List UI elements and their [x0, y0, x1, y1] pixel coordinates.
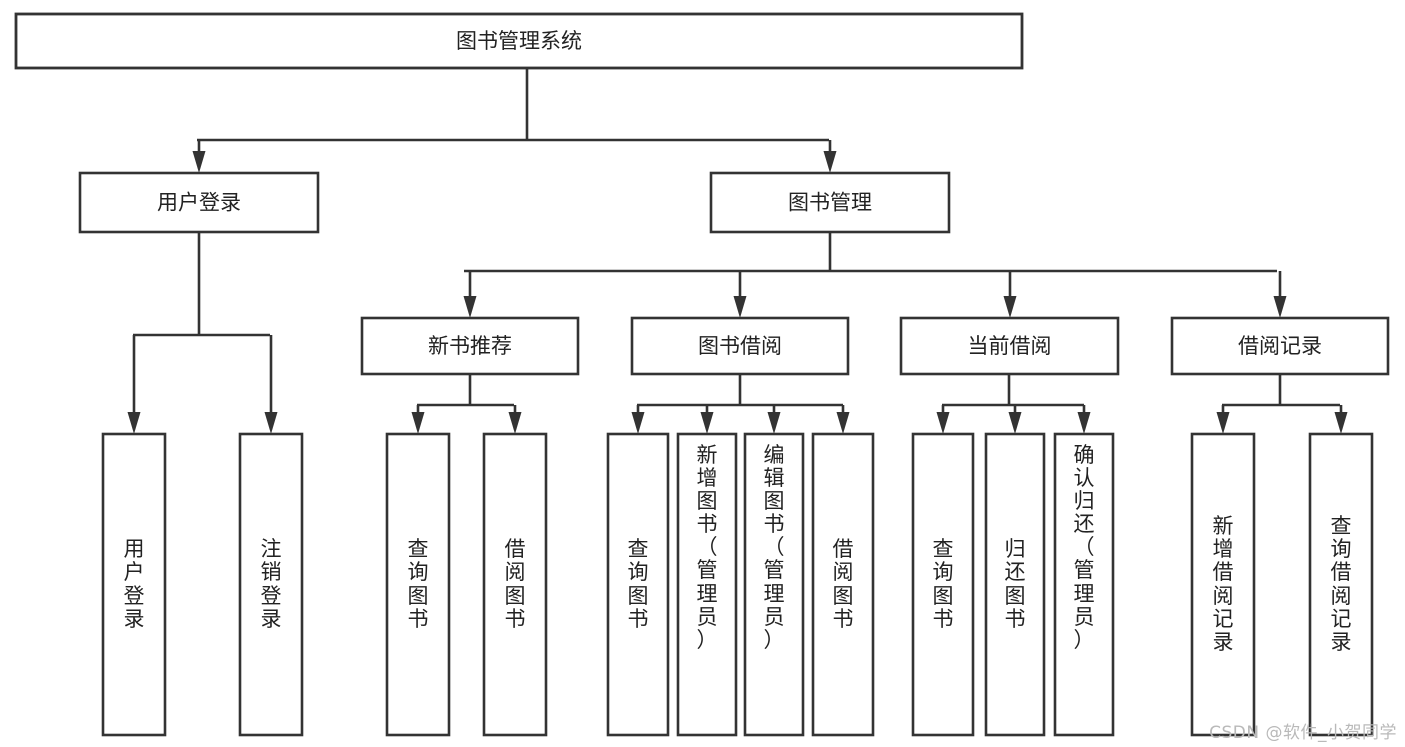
arrow-head-icon: [192, 151, 206, 173]
node-box-leaf-return-book[interactable]: [984, 432, 1046, 737]
node-label-root: 图书管理系统: [456, 29, 582, 53]
node-box-layer: [14, 12, 1390, 737]
node-box-user-login[interactable]: [78, 171, 320, 234]
arrow-head-icon: [411, 412, 425, 434]
arrow-head-icon: [631, 412, 645, 434]
node-box-leaf-query-book-2[interactable]: [606, 432, 670, 737]
node-box-leaf-borrow-book-1[interactable]: [482, 432, 548, 737]
connector-bus-book-borrow: [631, 374, 850, 434]
arrow-head-icon: [1216, 412, 1230, 434]
node-box-new-book-recommend[interactable]: [360, 316, 580, 376]
node-box-leaf-logout[interactable]: [238, 432, 304, 737]
node-label-new-book-recommend: 新书推荐: [428, 334, 512, 358]
arrow-head-icon: [463, 296, 477, 318]
arrow-head-icon: [1008, 412, 1022, 434]
node-label-current-borrow: 当前借阅: [968, 334, 1052, 358]
node-box-root[interactable]: [14, 12, 1024, 70]
arrow-head-icon: [264, 412, 278, 434]
node-box-leaf-query-book-1[interactable]: [385, 432, 451, 737]
connector-bus-book-manage: [463, 232, 1287, 318]
node-box-leaf-query-borrow-record[interactable]: [1308, 432, 1374, 737]
arrow-head-icon: [767, 412, 781, 434]
node-box-leaf-user-login[interactable]: [101, 432, 167, 737]
node-box-leaf-borrow-book-2[interactable]: [811, 432, 875, 737]
arrow-head-icon: [823, 151, 837, 173]
connector-bus-new-book-recommend: [411, 374, 522, 434]
arrow-head-icon: [1273, 296, 1287, 318]
connector-bus-current-borrow: [936, 374, 1091, 434]
node-box-current-borrow[interactable]: [899, 316, 1120, 376]
node-box-borrow-record[interactable]: [1170, 316, 1390, 376]
arrow-head-icon: [127, 412, 141, 434]
arrow-head-icon: [1003, 296, 1017, 318]
connector-bus-borrow-record: [1216, 374, 1348, 434]
watermark-text: CSDN @软件_小贺同学: [1209, 723, 1397, 743]
node-box-leaf-edit-book-admin[interactable]: [743, 432, 805, 737]
node-box-book-borrow[interactable]: [630, 316, 850, 376]
node-label-user-login: 用户登录: [157, 191, 241, 215]
connector-layer: [127, 68, 1348, 434]
node-label-book-borrow: 图书借阅: [698, 334, 782, 358]
node-label-book-manage: 图书管理: [788, 191, 872, 215]
arrow-head-icon: [836, 412, 850, 434]
connector-bus-user-login: [127, 232, 278, 434]
arrow-head-icon: [508, 412, 522, 434]
arrow-head-icon: [1077, 412, 1091, 434]
node-box-book-manage[interactable]: [709, 171, 951, 234]
node-label-borrow-record: 借阅记录: [1238, 334, 1322, 358]
node-box-leaf-confirm-return-admin[interactable]: [1053, 432, 1115, 737]
node-box-leaf-query-book-3[interactable]: [911, 432, 975, 737]
connector-bus-root: [192, 68, 837, 173]
node-box-leaf-add-borrow-record[interactable]: [1190, 432, 1256, 737]
arrow-head-icon: [733, 296, 747, 318]
node-box-leaf-add-book-admin[interactable]: [676, 432, 738, 737]
arrow-head-icon: [936, 412, 950, 434]
arrow-head-icon: [700, 412, 714, 434]
arrow-head-icon: [1334, 412, 1348, 434]
